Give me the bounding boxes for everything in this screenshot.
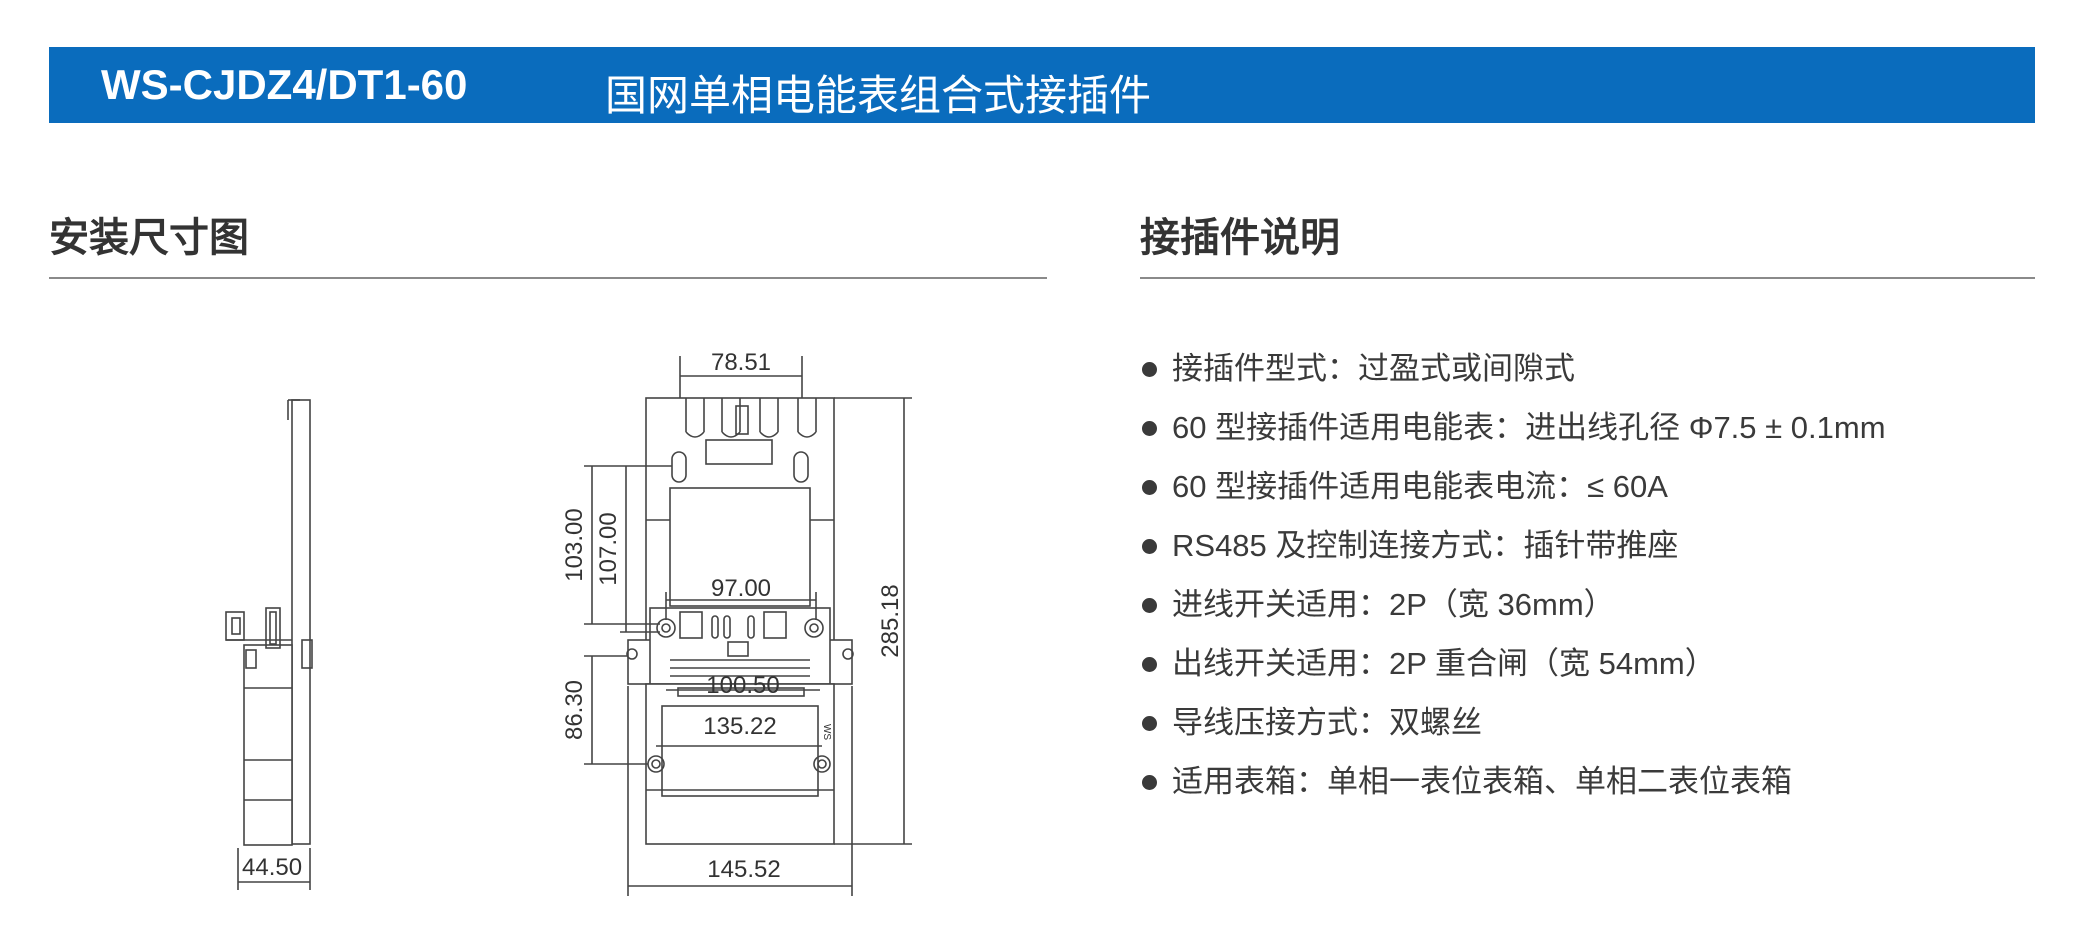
spec-item: 进线开关适用：2P（宽 36mm） (1142, 580, 1886, 639)
spec-text: 导线压接方式：双螺丝 (1172, 705, 1482, 740)
dim-width-135: 135.22 (703, 713, 776, 740)
dim-inner-width-97: 97.00 (711, 575, 771, 602)
dim-total-height: 285.18 (877, 584, 904, 657)
dim-width-100: 100.50 (706, 672, 779, 699)
left-divider (49, 277, 1047, 279)
spec-item: RS485 及控制连接方式：插针带推座 (1142, 521, 1886, 580)
bullet-icon (1142, 539, 1157, 554)
brand-mark: WS (821, 724, 832, 740)
front-view (584, 356, 912, 896)
spec-item: 接插件型式：过盈式或间隙式 (1142, 344, 1886, 403)
bullet-icon (1142, 716, 1157, 731)
bullet-icon (1142, 480, 1157, 495)
spec-text: 接插件型式：过盈式或间隙式 (1172, 351, 1575, 386)
spec-item: 适用表箱：单相一表位表箱、单相二表位表箱 (1142, 757, 1886, 816)
dim-height-86: 86.30 (561, 680, 588, 740)
spec-list: 接插件型式：过盈式或间隙式 60 型接插件适用电能表：进出线孔径 Φ7.5 ± … (1142, 344, 1886, 816)
spec-item: 60 型接插件适用电能表电流：≤ 60A (1142, 462, 1886, 521)
title-banner: WS-CJDZ4/DT1-60 国网单相电能表组合式接插件 (49, 47, 2035, 123)
spec-text: 60 型接插件适用电能表电流：≤ 60A (1172, 469, 1668, 504)
spec-text: 60 型接插件适用电能表：进出线孔径 Φ7.5 ± 0.1mm (1172, 410, 1886, 445)
bullet-icon (1142, 362, 1157, 377)
bullet-icon (1142, 598, 1157, 613)
spec-text: RS485 及控制连接方式：插针带推座 (1172, 528, 1679, 563)
installation-drawing: 44.50 (225, 349, 912, 896)
right-divider (1140, 277, 2035, 279)
dim-total-width: 145.52 (707, 856, 780, 883)
product-name: 国网单相电能表组合式接插件 (605, 72, 1152, 119)
spec-text: 适用表箱：单相一表位表箱、单相二表位表箱 (1172, 764, 1792, 799)
spec-item: 60 型接插件适用电能表：进出线孔径 Φ7.5 ± 0.1mm (1142, 403, 1886, 462)
dim-top-width: 78.51 (711, 349, 771, 376)
connector-description-title: 接插件说明 (1140, 216, 1340, 260)
dim-height-107: 107.00 (595, 512, 622, 585)
installation-dimensions-title: 安装尺寸图 (49, 216, 249, 260)
spec-text: 出线开关适用：2P 重合闸（宽 54mm） (1172, 646, 1716, 681)
product-model: WS-CJDZ4/DT1-60 (101, 61, 468, 108)
dim-height-103: 103.00 (561, 508, 588, 581)
bullet-icon (1142, 421, 1157, 436)
spec-item: 出线开关适用：2P 重合闸（宽 54mm） (1142, 639, 1886, 698)
spec-item: 导线压接方式：双螺丝 (1142, 698, 1886, 757)
side-view (225, 399, 313, 890)
spec-text: 进线开关适用：2P（宽 36mm） (1172, 587, 1615, 622)
bullet-icon (1142, 775, 1157, 790)
dim-side-depth: 44.50 (242, 854, 302, 881)
bullet-icon (1142, 657, 1157, 672)
